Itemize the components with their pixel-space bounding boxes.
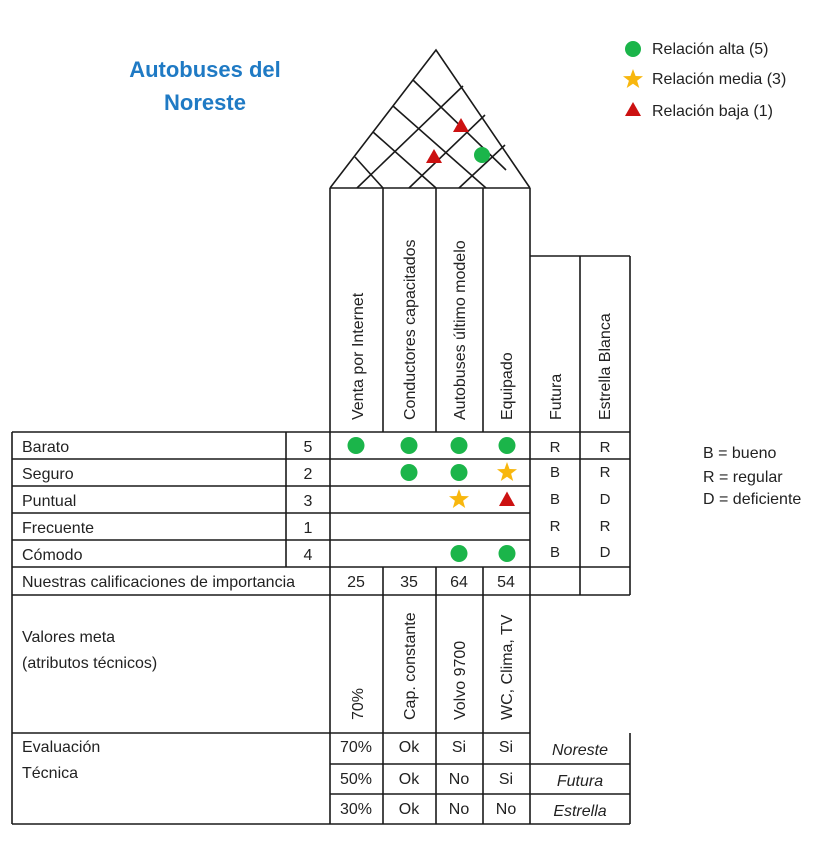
rating-puntual-estrella: D: [600, 491, 611, 508]
weight-seguro: 2: [304, 466, 313, 483]
rating-comodo-estrella: D: [600, 544, 611, 561]
importance-label: Nuestras calificaciones de importancia: [22, 574, 295, 591]
eval-noreste-autobuses: Si: [452, 739, 466, 756]
rel-high-icon-barato-equipado: [498, 437, 516, 454]
weight-puntual: 3: [304, 493, 313, 510]
rel-high-icon-seguro-conductores: [400, 464, 418, 481]
target-conductores: Cap. constante: [402, 612, 419, 720]
rel-high-icon-comodo-autobuses: [450, 545, 468, 562]
importance-row: Nuestras calificaciones de importancia 2…: [22, 574, 515, 591]
title-line-2: Noreste: [164, 90, 246, 115]
scale-key-deficiente: D = deficiente: [703, 491, 801, 508]
rating-frecuente-estrella: R: [600, 518, 611, 535]
need-puntual: Puntual: [22, 493, 76, 510]
roof-outline: [329, 48, 531, 189]
eval-futura-conductores: Ok: [399, 771, 420, 788]
tech-col-conductores: Conductores capacitados: [402, 239, 419, 420]
scale-key-regular: R = regular: [703, 469, 783, 486]
correlation-roof: [329, 48, 531, 189]
eval-company-estrella: Estrella: [553, 803, 606, 820]
importance-autobuses: 64: [450, 574, 468, 591]
rel-high-icon-barato-autobuses: [450, 437, 468, 454]
rel-high-icon-barato-conductores: [400, 437, 418, 454]
importance-equipado: 54: [497, 574, 515, 591]
technical-headers: Venta por Internet Conductores capacitad…: [329, 188, 531, 432]
evaluation-label-line-2: Técnica: [22, 765, 78, 782]
eval-company-futura: Futura: [557, 773, 603, 790]
tech-col-equipado: Equipado: [499, 352, 516, 420]
rel-high-icon-barato-venta: [347, 437, 365, 454]
need-frecuente: Frecuente: [22, 520, 94, 537]
legend-low-label: Relación baja (1): [652, 103, 773, 120]
rating-seguro-estrella: R: [600, 464, 611, 481]
legend-medium-label: Relación media (3): [652, 71, 786, 88]
tech-col-autobuses: Autobuses último modelo: [452, 240, 469, 420]
competitor-estrella-blanca: Estrella Blanca: [597, 313, 614, 420]
rating-barato-futura: R: [550, 439, 561, 456]
eval-futura-equipado: Si: [499, 771, 513, 788]
title-line-1: Autobuses del: [129, 57, 281, 82]
eval-futura-autobuses: No: [449, 771, 470, 788]
need-barato: Barato: [22, 439, 69, 456]
eval-estrella-conductores: Ok: [399, 801, 420, 818]
relationship-matrix: [347, 437, 517, 562]
eval-noreste-equipado: Si: [499, 739, 513, 756]
needs-grid: [11, 431, 631, 825]
rel-medium-icon-seguro-equipado: [497, 462, 517, 481]
need-comodo: Cómodo: [22, 547, 83, 564]
competitor-headers: Futura Estrella Blanca: [530, 255, 631, 432]
legend-high-label: Relación alta (5): [652, 41, 769, 58]
weight-barato: 5: [304, 439, 313, 456]
target-values: Valores meta (atributos técnicos) 70% Ca…: [22, 612, 516, 720]
technical-evaluation: Evaluación Técnica 70% Ok Si Si Noreste …: [22, 739, 608, 820]
legend-high-icon: [625, 41, 641, 57]
rating-frecuente-futura: R: [550, 518, 561, 535]
eval-estrella-venta: 30%: [340, 801, 372, 818]
rel-high-icon-seguro-autobuses: [450, 464, 468, 481]
rating-seguro-futura: B: [550, 464, 560, 481]
legend: Relación alta (5) Relación media (3) Rel…: [623, 41, 786, 120]
eval-futura-venta: 50%: [340, 771, 372, 788]
tech-col-venta-internet: Venta por Internet: [350, 292, 367, 420]
rel-low-icon-puntual-equipado: [499, 491, 515, 506]
roof-low-icon-1: [453, 118, 469, 132]
rating-comodo-futura: B: [550, 544, 560, 561]
legend-medium-icon: [623, 69, 643, 88]
target-venta: 70%: [350, 688, 367, 720]
scale-key-bueno: B = bueno: [703, 445, 777, 462]
evaluation-label-line-1: Evaluación: [22, 739, 100, 756]
rating-puntual-futura: B: [550, 491, 560, 508]
rel-high-icon-comodo-equipado: [498, 545, 516, 562]
target-equipado: WC, Clima, TV: [499, 614, 516, 720]
eval-company-noreste: Noreste: [552, 742, 608, 759]
competitor-futura: Futura: [548, 374, 565, 420]
eval-estrella-equipado: No: [496, 801, 517, 818]
rating-barato-estrella: R: [600, 439, 611, 456]
eval-noreste-venta: 70%: [340, 739, 372, 756]
weight-frecuente: 1: [304, 520, 313, 537]
competitor-ratings: R R B R B D R R B D: [550, 439, 611, 561]
customer-needs: Barato Seguro Puntual Frecuente Cómodo 5…: [22, 439, 313, 564]
importance-conductores: 35: [400, 574, 418, 591]
roof-high-icon: [474, 147, 490, 163]
target-autobuses: Volvo 9700: [452, 641, 469, 720]
roof-low-icon-2: [426, 149, 442, 163]
target-label-line-1: Valores meta: [22, 629, 115, 646]
need-seguro: Seguro: [22, 466, 74, 483]
eval-estrella-autobuses: No: [449, 801, 470, 818]
importance-venta: 25: [347, 574, 365, 591]
eval-noreste-conductores: Ok: [399, 739, 420, 756]
target-label-line-2: (atributos técnicos): [22, 655, 157, 672]
legend-low-icon: [625, 102, 641, 116]
rel-medium-icon-puntual-autobuses: [449, 489, 469, 508]
weight-comodo: 4: [304, 547, 313, 564]
